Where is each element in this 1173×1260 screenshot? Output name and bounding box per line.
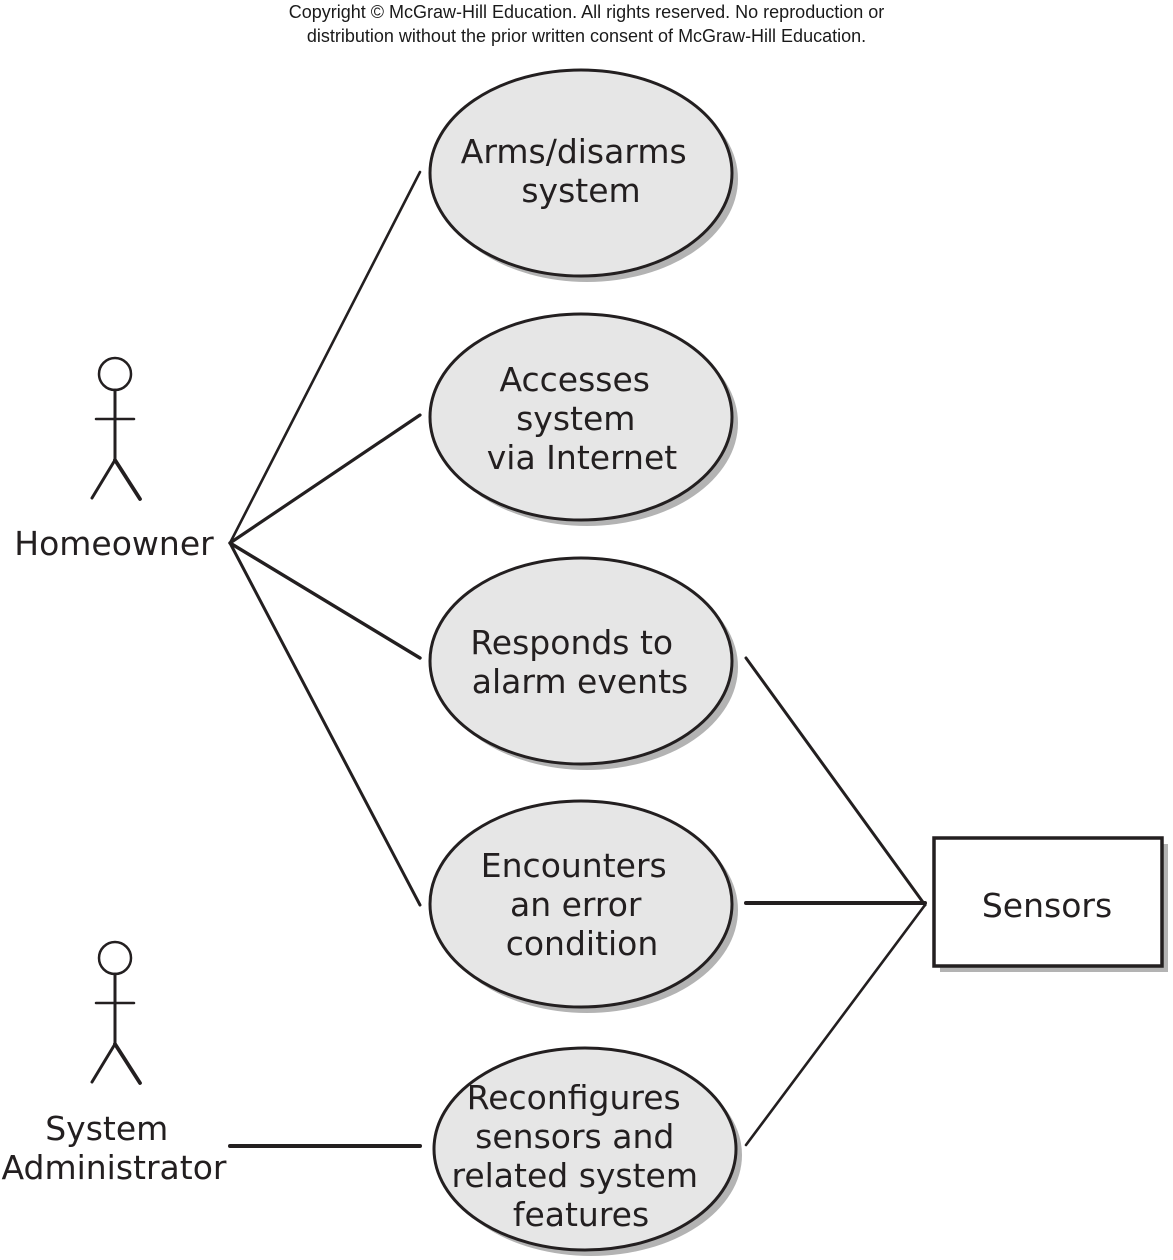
ellipse	[428, 68, 734, 278]
ellipse	[432, 1046, 738, 1252]
ellipse	[428, 799, 734, 1009]
use-case-label: Reconfigures sensors and related system …	[451, 1078, 708, 1234]
use-case-accesses-internet: Accesses system via Internet	[428, 312, 738, 526]
use-case-encounters-error: Encounters an error condition	[428, 799, 738, 1013]
actor-label: System Administrator	[2, 1109, 227, 1187]
box	[932, 836, 1164, 968]
stick-figure-icon	[90, 356, 142, 501]
use-case-label: Arms/disarms system	[461, 132, 697, 210]
sensors-label: Sensors	[982, 886, 1112, 925]
assoc-homeowner-arms	[228, 170, 422, 545]
assoc-homeowner-access	[228, 413, 422, 545]
stick-figure-icon	[90, 940, 142, 1085]
copyright-line-2: distribution without the prior written c…	[306, 26, 867, 46]
sensors-box: Sensors	[932, 836, 1168, 972]
use-case-label: Accesses system via Internet	[487, 360, 678, 477]
associations	[228, 170, 927, 1148]
assoc-homeowner-error	[228, 541, 422, 907]
actor-system-administrator: System Administrator	[2, 940, 227, 1187]
use-case-arms-disarms: Arms/disarms system	[428, 68, 738, 282]
use-case-label: Responds to alarm events	[470, 623, 688, 701]
ellipse	[428, 556, 734, 766]
actor-label: Homeowner	[14, 524, 214, 563]
use-case-responds-alarm: Responds to alarm events	[428, 556, 738, 770]
use-case-label: Encounters an error condition	[481, 846, 677, 963]
assoc-responds-sensors	[744, 656, 927, 907]
actor-homeowner: Homeowner	[14, 356, 214, 563]
copyright-line-1: Copyright © McGraw-Hill Education. All r…	[288, 2, 885, 22]
copyright-notice: Copyright © McGraw-Hill Education. All r…	[0, 0, 1173, 48]
assoc-reconfig-sensors	[744, 903, 927, 1147]
use-case-reconfigures-sensors: Reconfigures sensors and related system …	[432, 1046, 742, 1256]
ellipse	[428, 312, 734, 522]
assoc-homeowner-responds	[228, 541, 422, 660]
